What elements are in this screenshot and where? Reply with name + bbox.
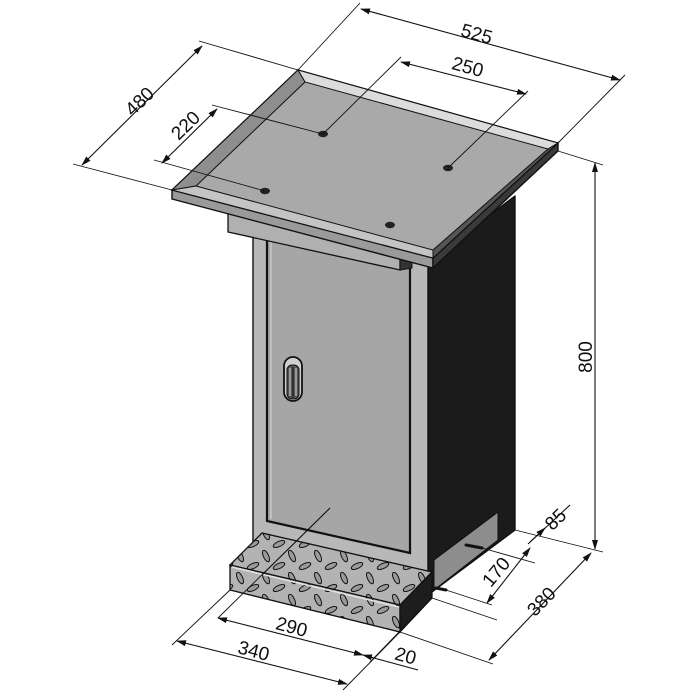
dim-label-base-slot: 170 [479,554,515,592]
side-cutout [433,511,499,592]
dim-label-top-depth: 480 [121,83,158,120]
dim-label-door-width: 290 [273,613,309,641]
table-top [170,69,560,270]
cabinet-body [227,195,516,596]
side-slot-2 [434,586,448,592]
dim-label-base-width: 340 [235,637,271,665]
dim-label-height: 800 [576,341,597,373]
dim-label-hole-spacing-x: 250 [449,53,485,82]
dim-label-hole-spacing-y: 220 [167,107,204,144]
side-slot [464,543,484,550]
base-edge-highlight [231,566,400,608]
dim-height: 800 [514,150,604,553]
dim-base-setback: 85 [527,504,571,545]
dim-label-base-offset: 20 [392,644,418,670]
door-handle-icon [283,356,303,402]
dim-label-top-width: 525 [458,20,494,49]
dim-label-base-depth: 380 [523,583,560,620]
dim-label-base-setback: 85 [541,505,571,535]
leader-line-door [261,507,331,576]
mount-hole-icon [385,221,395,229]
